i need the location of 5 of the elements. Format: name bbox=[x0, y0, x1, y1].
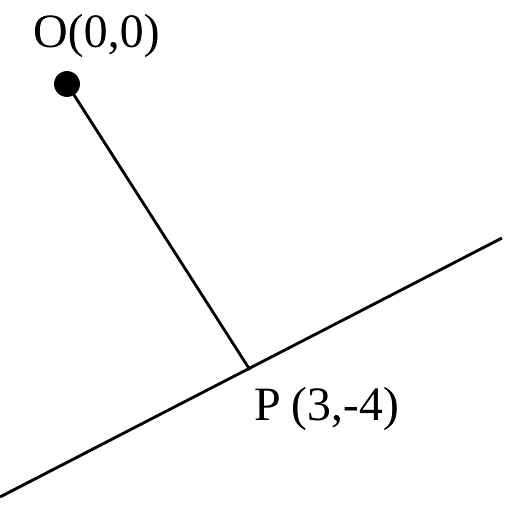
straight-line bbox=[0, 236, 503, 498]
point-dot bbox=[54, 71, 80, 97]
point-label: P (3,-4) bbox=[254, 381, 399, 429]
point-label: O(0,0) bbox=[33, 8, 160, 56]
line-segment bbox=[72, 94, 252, 371]
